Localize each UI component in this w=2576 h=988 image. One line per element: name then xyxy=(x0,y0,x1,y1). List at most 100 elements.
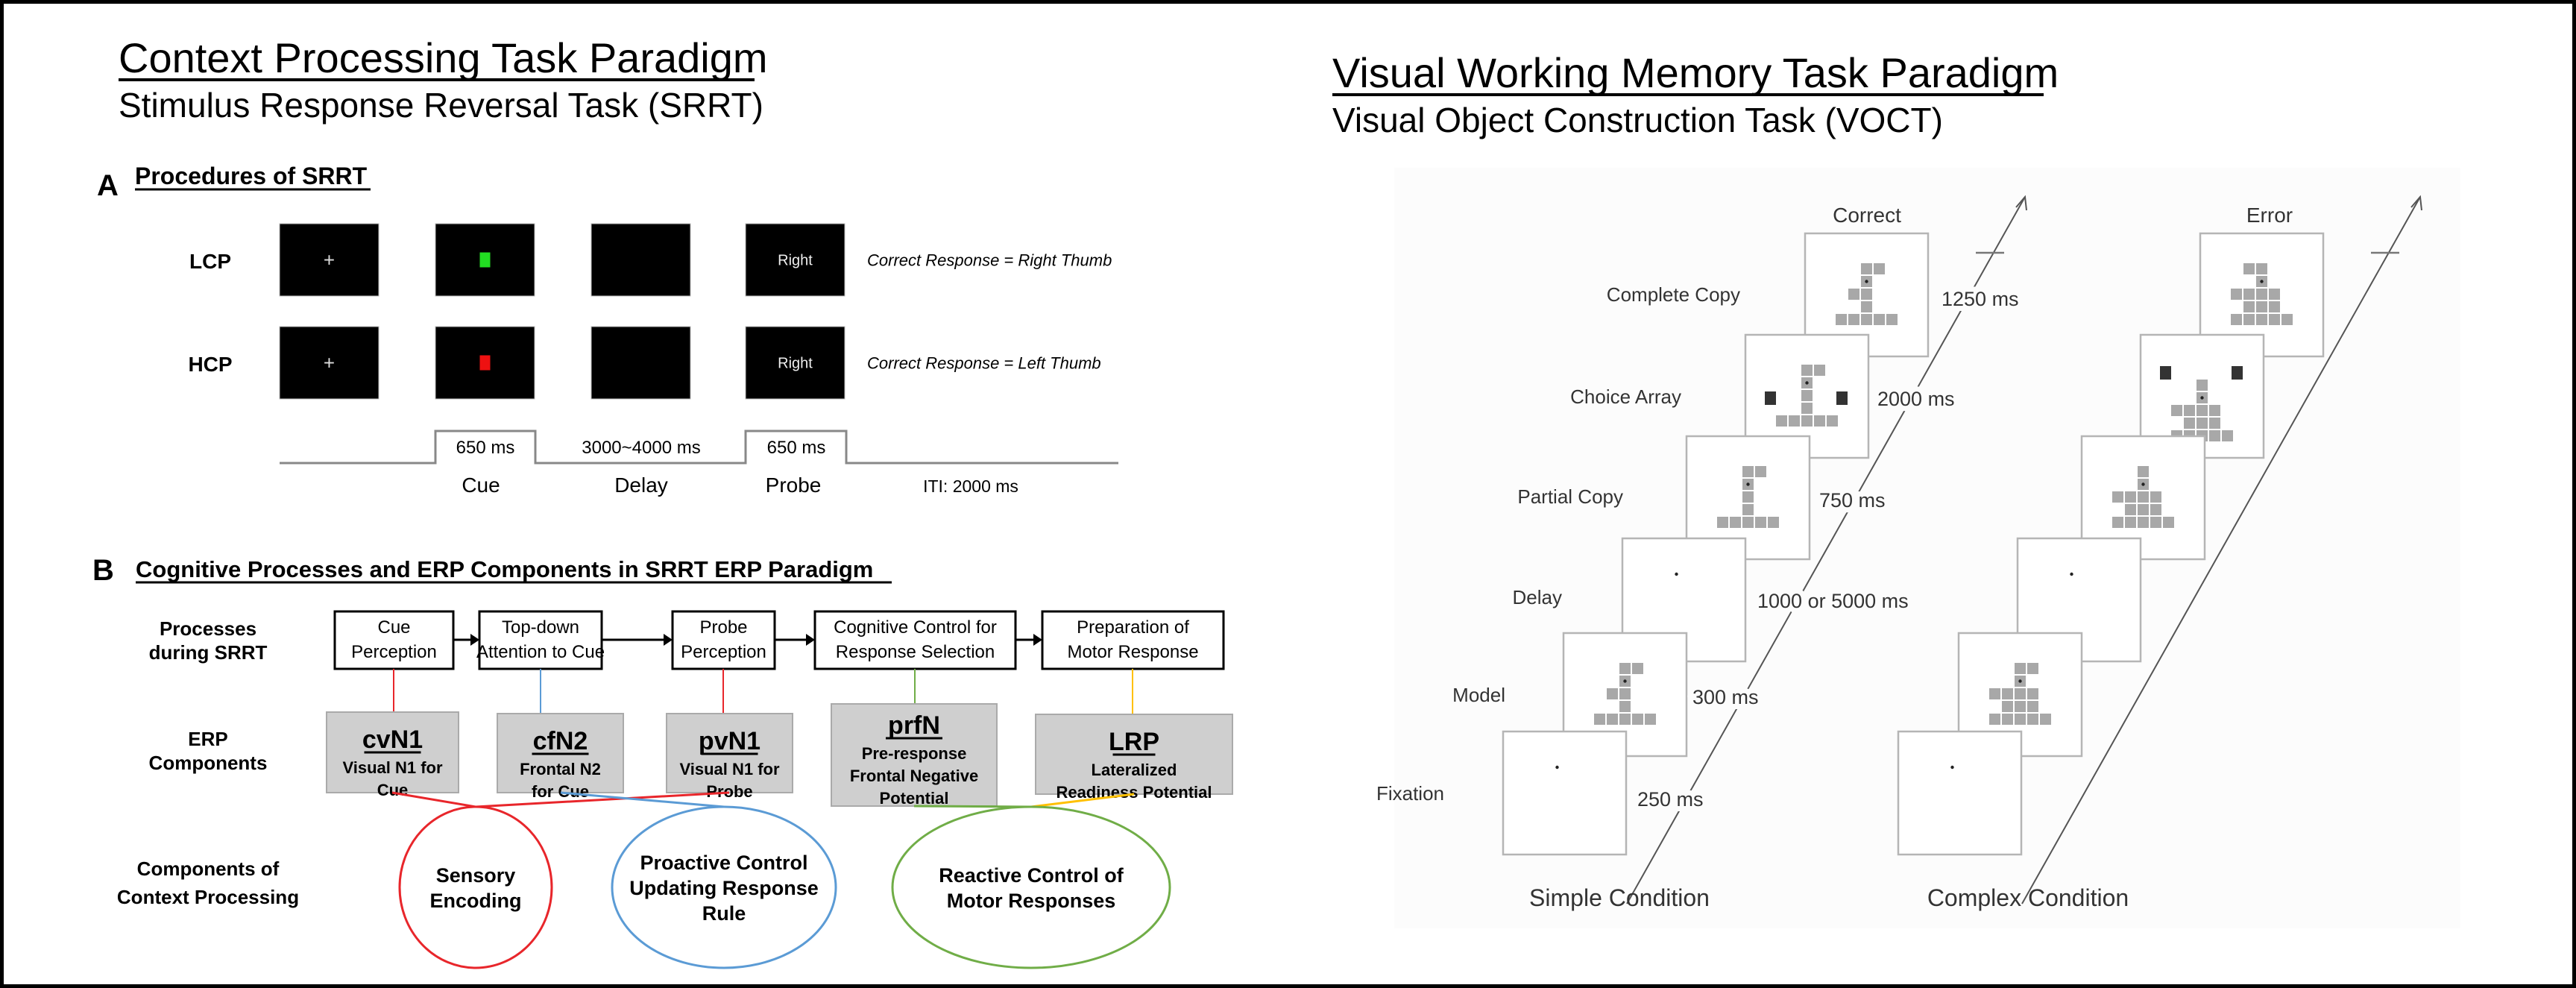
arrow-head-icon xyxy=(806,634,815,646)
block-cell xyxy=(2243,263,2255,274)
right-title: Visual Working Memory Task Paradigm xyxy=(1332,49,2059,96)
context-label: Sensory xyxy=(436,864,516,887)
block-cell xyxy=(2243,289,2255,300)
block-cell xyxy=(1861,314,1872,325)
context-label: Reactive Control of xyxy=(939,864,1124,887)
row-label-processes-1: Processes xyxy=(160,617,256,640)
arrow-head-icon xyxy=(470,634,479,646)
block-cell xyxy=(1874,263,1885,274)
row-label-erp-2: Components xyxy=(149,752,268,774)
delay-screen xyxy=(591,326,691,400)
erp-description: Cue xyxy=(377,781,409,799)
duration-label: 250 ms xyxy=(1637,788,1704,811)
block-cell xyxy=(2222,430,2233,441)
cue-square-icon xyxy=(479,355,491,371)
block-cell xyxy=(1755,466,1766,477)
erp-description: Potential xyxy=(880,789,949,808)
block-cell xyxy=(1814,365,1825,376)
block-cell xyxy=(1801,415,1813,427)
erp-name: cfN2 xyxy=(533,727,588,755)
left-subtitle: Stimulus Response Reversal Task (SRRT) xyxy=(119,86,763,125)
block-cell xyxy=(1645,714,1656,725)
block-cell xyxy=(1742,491,1754,503)
block-cell xyxy=(2209,430,2220,441)
block-cell xyxy=(1827,415,1838,427)
duration-label: 300 ms xyxy=(1692,686,1759,708)
block-cell xyxy=(1619,663,1631,674)
probe-duration: 650 ms xyxy=(767,438,826,458)
block-cell xyxy=(2027,701,2038,712)
block-cell xyxy=(1594,714,1605,725)
fixation-cross-icon: + xyxy=(324,249,335,271)
erp-description: Probe xyxy=(706,782,752,801)
block-cell xyxy=(1989,714,2000,725)
column-header: Error xyxy=(2246,204,2293,227)
row-label-context-2: Context Processing xyxy=(117,886,299,908)
block-cell xyxy=(1814,415,1825,427)
panel-b-row-labels: Processes during SRRT ERP Components Com… xyxy=(117,617,299,908)
block-cell xyxy=(1776,415,1787,427)
block-cell xyxy=(1861,289,1872,300)
erp-description: Pre-response xyxy=(862,744,967,763)
block-cell xyxy=(2015,701,2026,712)
context-label: Encoding xyxy=(430,890,522,912)
condition-label-hcp: HCP xyxy=(188,353,232,376)
erp-name: prfN xyxy=(888,711,940,740)
block-cell xyxy=(2138,491,2149,503)
block-cell xyxy=(2112,491,2123,503)
block-cell xyxy=(2002,688,2013,699)
block-cell xyxy=(1989,688,2000,699)
block-cell xyxy=(2184,405,2195,416)
process-label: Preparation of xyxy=(1077,617,1189,638)
fixation-dot-icon xyxy=(2018,679,2022,683)
fixation-dot-icon xyxy=(1746,482,1750,486)
block-cell xyxy=(2256,289,2267,300)
block-cell xyxy=(1874,314,1885,325)
context-ellipse xyxy=(611,805,837,969)
block-cell xyxy=(1755,517,1766,528)
fixation-dot-icon xyxy=(1675,572,1678,576)
delay-screen xyxy=(591,223,691,297)
duration-label: 2000 ms xyxy=(1877,388,1955,410)
block-cell xyxy=(2027,688,2038,699)
arrow-head-icon xyxy=(664,634,673,646)
block-cell xyxy=(2150,491,2161,503)
process-box xyxy=(1041,610,1225,670)
context-label: Updating Response xyxy=(629,877,819,899)
probe-screen xyxy=(745,223,845,297)
choice-option-right xyxy=(1836,391,1848,405)
stimulus-frame-fixation xyxy=(1897,730,2023,856)
condition-label: Complex Condition xyxy=(1927,884,2129,911)
process-label: Cue xyxy=(377,617,410,638)
block-cell xyxy=(2027,663,2038,674)
erp-name: pvN1 xyxy=(699,727,760,755)
process-box xyxy=(813,610,1017,670)
duration-label: 1250 ms xyxy=(1942,288,2019,310)
block-cell xyxy=(2125,491,2136,503)
block-cell xyxy=(2015,663,2026,674)
block-cell xyxy=(2269,301,2280,312)
block-cell xyxy=(2138,517,2149,528)
block-cell xyxy=(1742,504,1754,515)
fixation-dot-icon xyxy=(1865,280,1868,283)
block-cell xyxy=(2281,314,2293,325)
block-cell xyxy=(2002,701,2013,712)
block-cell xyxy=(2002,714,2013,725)
stage-label: Choice Array xyxy=(1570,386,1681,408)
process-label: Perception xyxy=(351,642,437,662)
cue-square-icon xyxy=(479,252,491,268)
fixation-cross-icon: + xyxy=(324,352,335,374)
erp-description: Lateralized xyxy=(1092,761,1177,779)
block-cell xyxy=(2138,504,2149,515)
block-cell xyxy=(1861,301,1872,312)
fixation-dot-icon xyxy=(1950,765,1954,770)
block-cell xyxy=(2027,714,2038,725)
block-cell xyxy=(2269,314,2280,325)
